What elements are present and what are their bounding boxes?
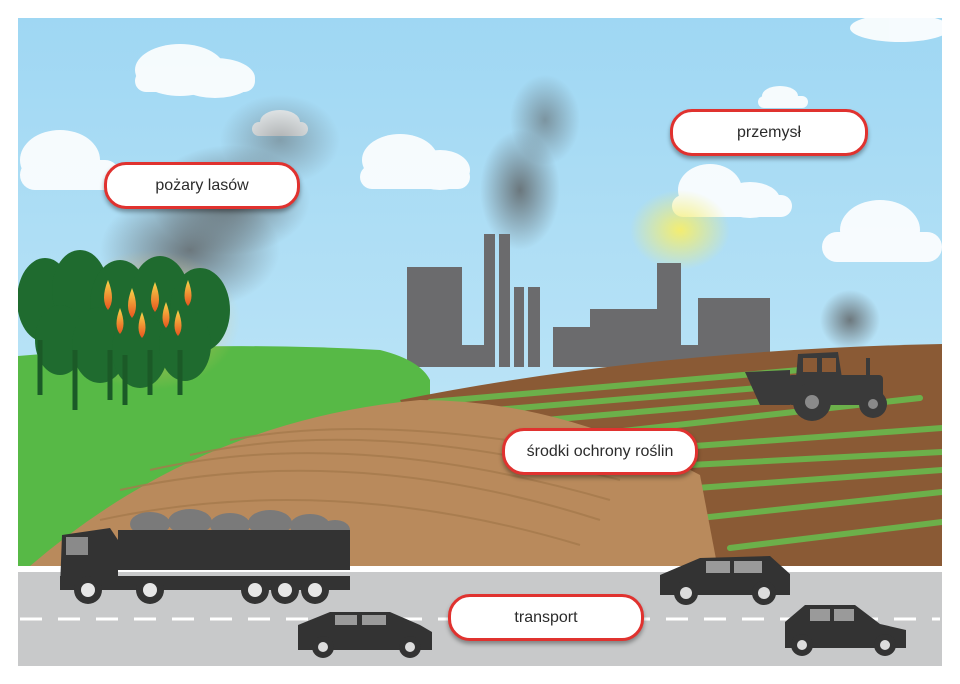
flames xyxy=(104,280,192,338)
car-suv xyxy=(660,556,790,605)
label-industry: przemysł xyxy=(670,109,868,156)
forest xyxy=(18,250,240,410)
label-transport: transport xyxy=(448,594,644,641)
car-hatchback xyxy=(785,605,906,656)
clouds xyxy=(20,18,942,262)
dump-truck xyxy=(60,509,350,604)
car-sedan xyxy=(298,612,432,658)
label-forest-fires: pożary lasów xyxy=(104,162,300,209)
label-pesticides: środki ochrony roślin xyxy=(502,428,698,475)
tractor xyxy=(745,352,887,421)
